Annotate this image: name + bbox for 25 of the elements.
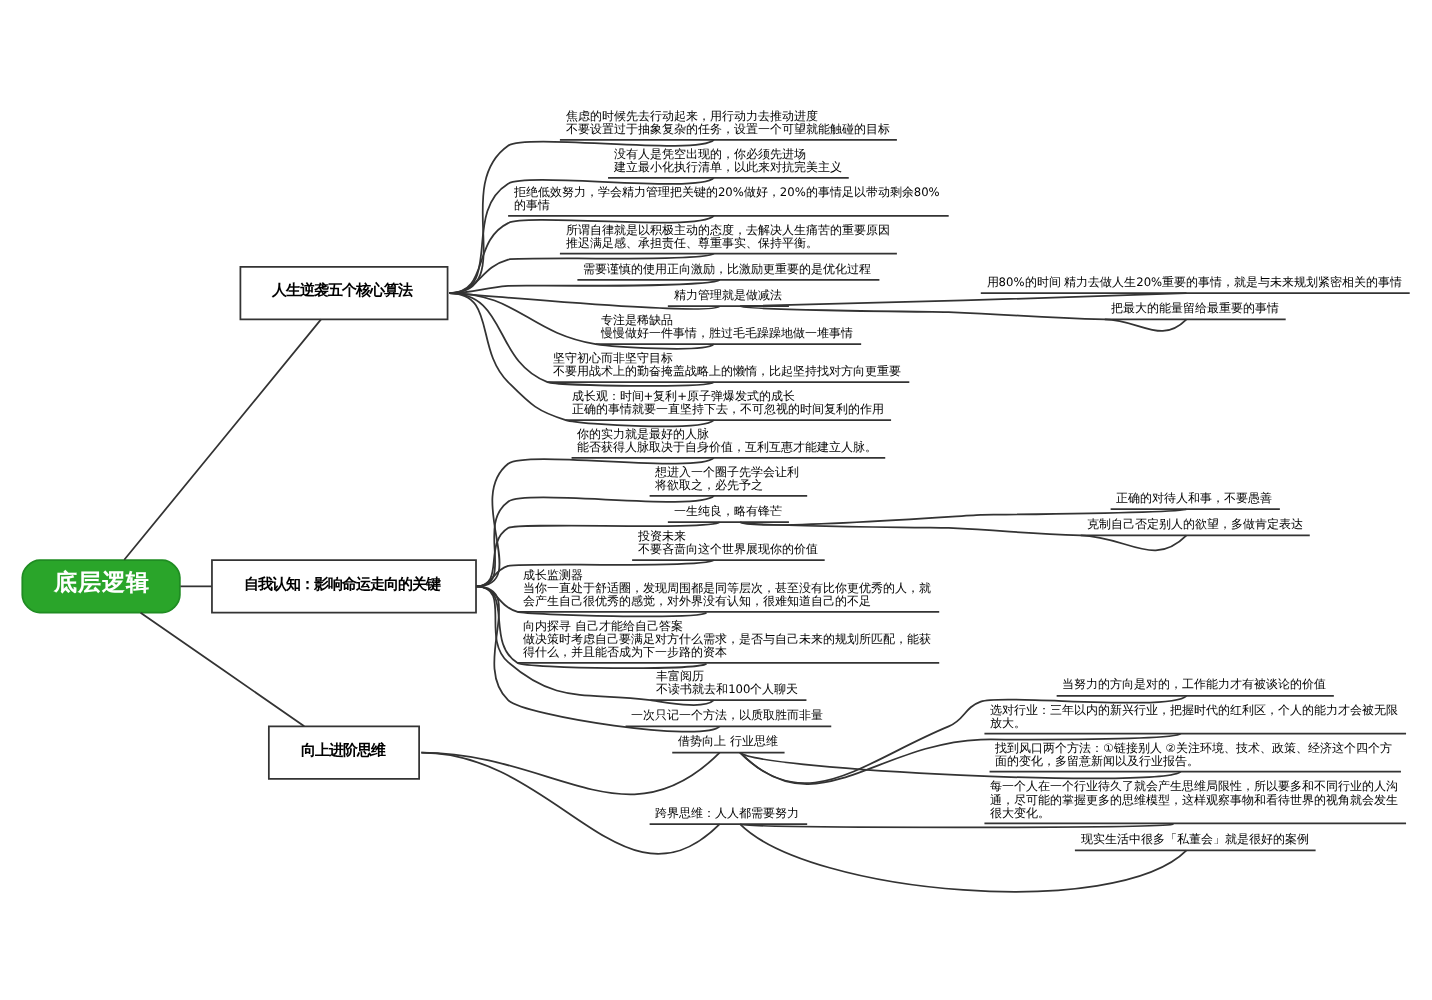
connector (448, 292, 715, 428)
connector (475, 559, 715, 588)
node-box: 人生逆袭五个核心算法 (239, 265, 449, 321)
connector (475, 521, 721, 588)
connector (475, 585, 721, 733)
connector (475, 585, 715, 706)
connector (739, 521, 1188, 552)
connector (739, 751, 1182, 780)
connector (123, 318, 322, 561)
connector (179, 585, 213, 588)
connector (139, 611, 306, 728)
connector (739, 732, 1182, 785)
node-box: 自我认知：影响命运走向的关键 (211, 559, 477, 614)
connector (739, 508, 1188, 526)
connector (448, 292, 715, 387)
connector (475, 495, 715, 588)
node-box: 底层逻辑 (21, 559, 181, 614)
connector (475, 457, 715, 588)
connector (739, 694, 1188, 785)
node-box: 向上进阶思维 (267, 725, 420, 780)
connector (739, 823, 1175, 829)
connector (739, 292, 1188, 308)
connector (739, 823, 1188, 893)
connector (420, 751, 721, 855)
connector (739, 305, 1188, 332)
